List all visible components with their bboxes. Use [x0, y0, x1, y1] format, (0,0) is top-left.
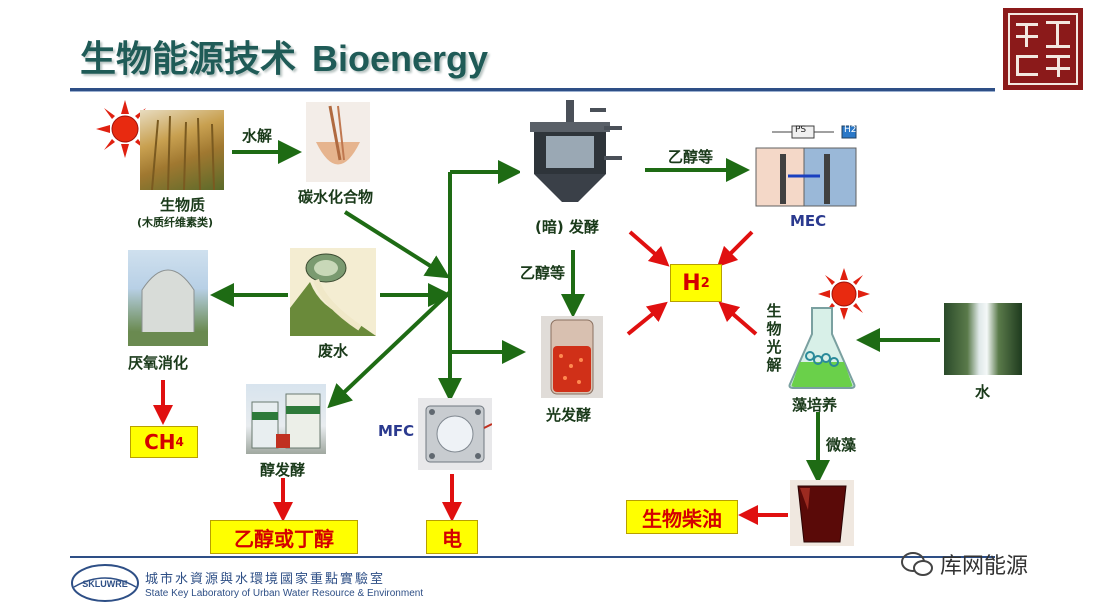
- wastewater-image: [290, 248, 376, 336]
- microalgae-label: 微藻: [826, 436, 857, 454]
- algae-label: 藻培养: [792, 396, 838, 414]
- seal-logo: [1003, 8, 1083, 90]
- water-label: 水: [975, 383, 991, 401]
- bio-photolysis-char-4: 解: [766, 356, 782, 374]
- mfc-image: [418, 398, 492, 470]
- lab-logo-text: SKLUWRE: [82, 579, 128, 589]
- watermark-text: 库网能源: [940, 554, 1029, 579]
- mec-ps-text: PS: [795, 125, 807, 135]
- mec-image: PS H2: [752, 120, 860, 210]
- wechat-icon: [901, 552, 933, 576]
- mec-h2-text: H2: [844, 125, 857, 135]
- electricity-text: 电: [442, 526, 462, 551]
- bio-photolysis-label: 生 物 光 解: [765, 302, 783, 374]
- arrow-photo-to-h2: [626, 301, 668, 336]
- biomass-image: [140, 110, 224, 190]
- ethanol-etc-label-2: 乙醇等: [520, 264, 566, 282]
- watermark: 库网能源: [900, 548, 1028, 580]
- dark-fermenter-image: [520, 98, 628, 212]
- title-rule: [70, 88, 995, 91]
- lab-logo-icon: SKLUWRE: [71, 564, 139, 602]
- biomass-sublabel: (木质纤维素类): [137, 216, 214, 229]
- biomass-label: 生物质: [160, 196, 206, 214]
- biodiesel-text: 生物柴油: [642, 506, 722, 531]
- biodiesel-image: [790, 480, 854, 546]
- ch4-sub: 4: [175, 435, 184, 449]
- waterfall-image: [944, 303, 1022, 375]
- sun-icon-algae: [818, 268, 870, 320]
- arrow-hub-to-alcohol: [327, 290, 452, 409]
- page-title: 生物能源技术 Bioenergy: [80, 30, 488, 82]
- wastewater-label: 废水: [318, 342, 349, 360]
- ch4-text: CH: [144, 430, 176, 454]
- photo-ferm-label: 光发酵: [546, 406, 592, 424]
- photo-fermenter-image: [541, 316, 603, 398]
- footer-rule: [70, 556, 995, 558]
- h2-text: H: [682, 270, 701, 296]
- alcohol-plant-image: [246, 384, 326, 454]
- arrow-algae-to-h2: [718, 301, 758, 336]
- bio-photolysis-char-2: 物: [766, 320, 782, 338]
- bio-photolysis-char-1: 生: [766, 302, 782, 320]
- anaerobic-label: 厌氧消化: [128, 354, 189, 372]
- alcohol-ferm-label: 醇发酵: [260, 461, 306, 479]
- title-cn: 生物能源技术: [80, 39, 297, 80]
- footer-lab-cn: 城市水資源與水環境國家重點實驗室: [145, 572, 386, 587]
- arrow-dark-to-h2: [628, 230, 670, 267]
- ethanol-butanol-text: 乙醇或丁醇: [234, 526, 334, 551]
- mfc-label: MFC: [378, 422, 415, 440]
- mec-label: MEC: [790, 212, 827, 230]
- electricity-box: 电: [426, 520, 478, 554]
- title-rule-thin: [70, 91, 995, 92]
- ethanol-butanol-box: 乙醇或丁醇: [210, 520, 358, 554]
- carbohydrate-label: 碳水化合物: [298, 188, 374, 206]
- carbohydrate-image: [306, 102, 370, 182]
- title-en: Bioenergy: [312, 38, 489, 79]
- h2-sub: 2: [700, 275, 710, 291]
- dark-ferm-label: (暗) 发酵: [535, 218, 599, 236]
- algae-flask-icon: [788, 307, 856, 389]
- bio-photolysis-char-3: 光: [766, 338, 782, 356]
- arrow-carb-to-hub: [343, 210, 451, 279]
- biodiesel-box: 生物柴油: [626, 500, 738, 534]
- arrow-mec-to-h2: [716, 230, 754, 268]
- footer-lab-en: State Key Laboratory of Urban Water Reso…: [145, 588, 424, 599]
- hydrolysis-label: 水解: [242, 127, 273, 145]
- ethanol-etc-label-1: 乙醇等: [668, 148, 714, 166]
- anaerobic-digester-image: [128, 250, 208, 346]
